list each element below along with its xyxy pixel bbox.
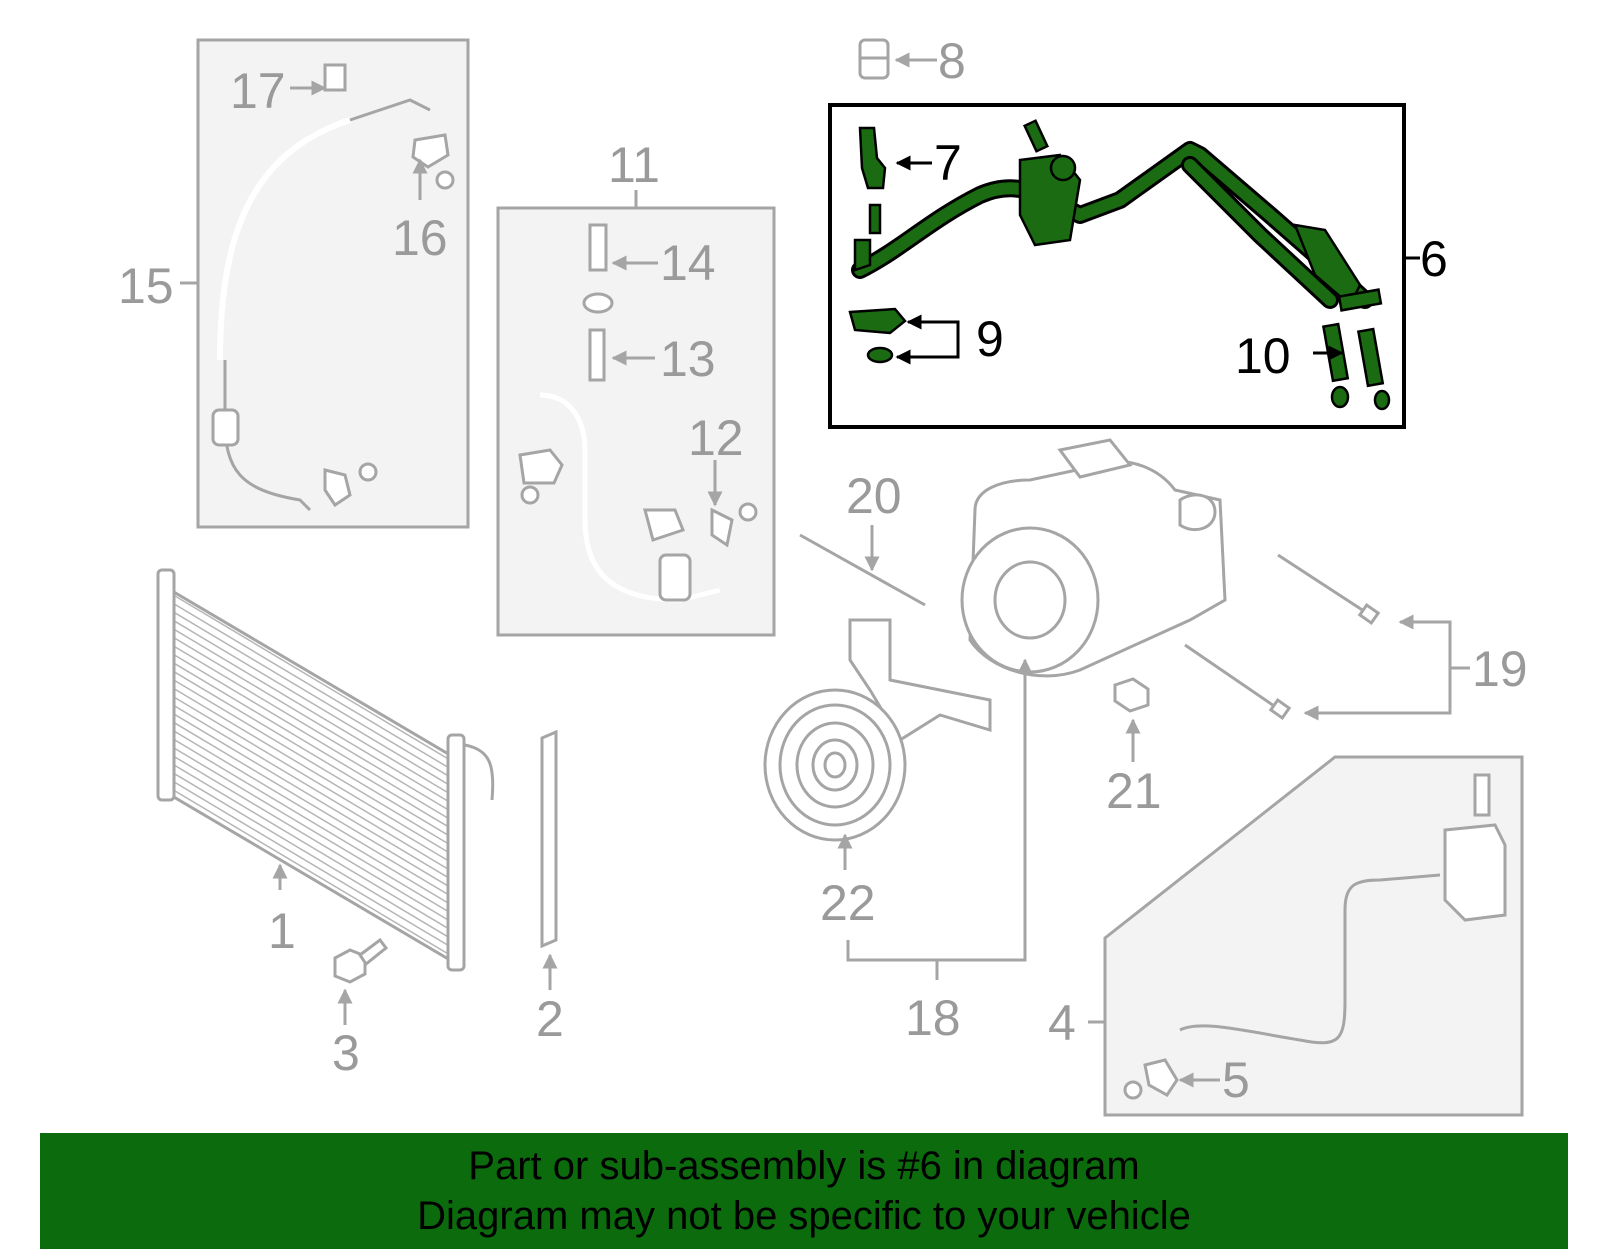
callout-21: 21 xyxy=(1106,763,1162,819)
part-21-nut[interactable] xyxy=(1113,677,1150,762)
part-19-studs[interactable] xyxy=(1184,553,1470,721)
banner-line-1: Part or sub-assembly is #6 in diagram xyxy=(468,1144,1140,1188)
callout-13: 13 xyxy=(660,331,716,387)
part-22-clutch[interactable] xyxy=(763,618,992,870)
hose-assembly-11-box[interactable] xyxy=(496,206,776,637)
callout-3: 3 xyxy=(332,1025,360,1081)
callout-6: 6 xyxy=(1420,231,1448,287)
banner-line-2: Diagram may not be specific to your vehi… xyxy=(417,1194,1191,1238)
callout-5: 5 xyxy=(1222,1052,1250,1108)
callout-22: 22 xyxy=(820,875,876,931)
callout-9: 9 xyxy=(976,311,1004,367)
callout-19: 19 xyxy=(1472,641,1528,697)
part-2-seal[interactable] xyxy=(540,729,558,990)
callout-7: 7 xyxy=(934,135,962,191)
liquid-line-4-box[interactable] xyxy=(1088,755,1524,1117)
callout-14: 14 xyxy=(660,235,716,291)
callout-2: 2 xyxy=(536,991,564,1047)
callout-1: 1 xyxy=(268,903,296,959)
callout-11: 11 xyxy=(608,137,660,193)
callout-16: 16 xyxy=(392,210,448,266)
hose-assembly-6-box[interactable] xyxy=(828,103,1420,429)
callout-15: 15 xyxy=(118,258,174,314)
callout-10: 10 xyxy=(1235,328,1291,384)
callout-12: 12 xyxy=(688,410,744,466)
part-18-compressor[interactable] xyxy=(846,438,1227,980)
part-1-condenser[interactable] xyxy=(156,568,495,972)
part-8-cap[interactable] xyxy=(858,38,937,80)
callout-18: 18 xyxy=(905,990,961,1046)
info-banner: Part or sub-assembly is #6 in diagram Di… xyxy=(40,1133,1568,1249)
callout-4: 4 xyxy=(1048,995,1076,1051)
hose-assembly-15-box[interactable] xyxy=(196,38,470,529)
callout-20: 20 xyxy=(846,468,902,524)
callout-8: 8 xyxy=(938,33,966,89)
part-20-bolt[interactable] xyxy=(799,525,926,607)
part-3-bolt[interactable] xyxy=(333,937,389,1025)
callout-17: 17 xyxy=(230,63,286,119)
